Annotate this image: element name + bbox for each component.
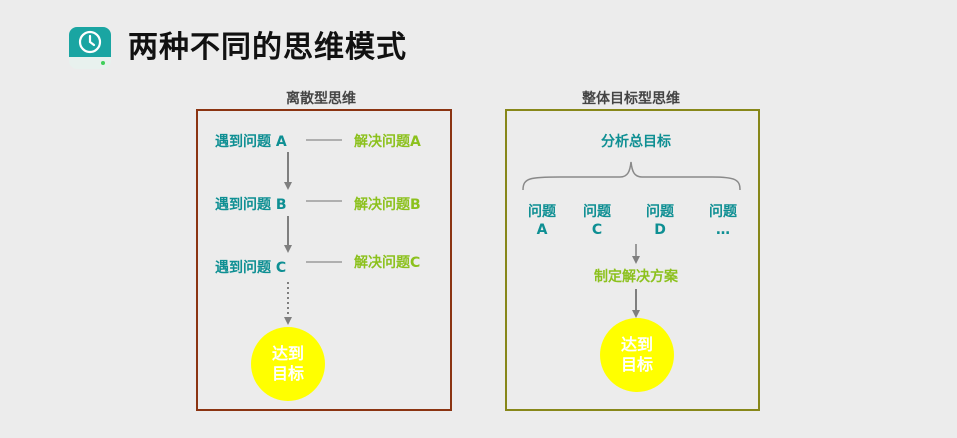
plan-label: 制定解决方案 — [594, 269, 678, 285]
clock-app-icon — [69, 27, 111, 69]
problem-b-label: 遇到问题 B — [215, 197, 287, 213]
right-panel-title: 整体目标型思维 — [582, 91, 680, 107]
solution-c-label: 解决问题C — [354, 255, 421, 271]
holistic-thinking-panel — [505, 109, 760, 411]
page-title: 两种不同的思维模式 — [128, 30, 407, 65]
left-goal-circle: 达到目标 — [251, 327, 325, 401]
problem-c-label: 遇到问题 C — [215, 260, 287, 276]
problem-a-label: 遇到问题 A — [215, 134, 287, 150]
discrete-thinking-panel — [196, 109, 452, 411]
right-goal-circle: 达到目标 — [600, 318, 674, 392]
solution-a-label: 解决问题A — [354, 134, 421, 150]
brace — [522, 161, 741, 191]
left-panel-title: 离散型思维 — [286, 91, 356, 107]
problem-item: 问题… — [709, 204, 737, 238]
solution-b-label: 解决问题B — [354, 197, 421, 213]
overall-goal-label: 分析总目标 — [601, 134, 671, 150]
